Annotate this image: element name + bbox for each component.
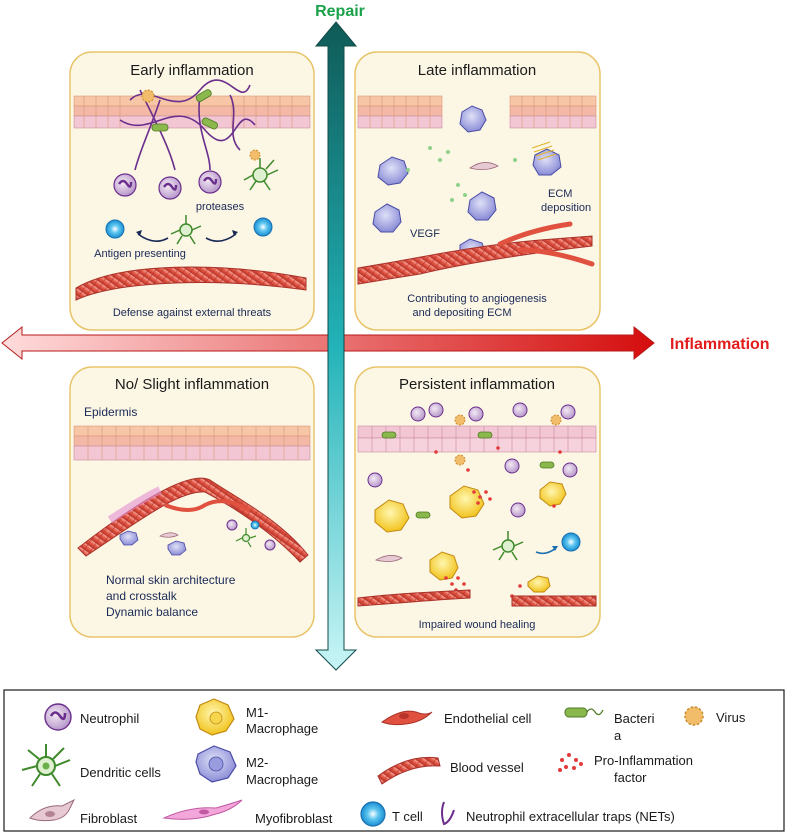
late-blood-vessel [357,221,595,285]
persistent-m1-macrophages [374,481,567,593]
legend-blood-vessel-icon [377,756,441,785]
inflammation-axis-label: Inflammation [670,336,770,353]
epidermis-label: Epidermis [84,405,137,419]
persistent-skin-layer [357,425,597,453]
repair-axis-label: Repair [315,3,365,20]
early-dendritic-cell [243,158,279,191]
legend-tcell-label: T cell [392,809,423,824]
persistent-caption: Impaired wound healing [419,619,536,631]
legend-tcell-icon [360,801,386,827]
legend-endothelial-icon [380,710,433,726]
late-ecm-fibers [531,141,557,161]
persistent-factor-dots [434,446,562,598]
persistent-virus [454,414,562,466]
legend-myofibroblast-icon [162,799,243,820]
legend-m2-label-line1: M2- [246,755,268,770]
early-antigen-dendritic [170,215,202,245]
legend-bacteria-label-line1: Bacteri [614,711,655,726]
early-caption: Defense against external threats [113,307,272,319]
legend-neutrophil-icon [44,703,72,731]
slight-caption-line2: and crosstalk [106,589,178,603]
nets-web [119,79,256,171]
legend-pif-label-line1: Pro-Inflammation [594,753,693,768]
late-growth-dots [406,146,517,202]
legend-nets-icon [441,801,455,826]
legend-virus-label: Virus [716,710,746,725]
vegf-label: VEGF [410,228,440,240]
repair-axis-arrow [314,21,358,671]
early-arrows [136,230,238,242]
persistent-title: Persistent inflammation [399,376,555,393]
early-blood-vessel [75,266,307,301]
legend-bacteria-icon [564,707,604,718]
legend-pif-label-line2: factor [614,770,647,785]
early-neutrophils [113,170,222,200]
legend-myofibroblast-label: Myofibroblast [255,811,333,826]
legend-endothelial-label: Endothelial cell [444,711,532,726]
legend-fibroblast-icon [29,798,76,822]
legend-fibroblast-label: Fibroblast [80,811,137,826]
legend-m1-label-line1: M1- [246,705,268,720]
legend-dendritic-label: Dendritic cells [80,765,161,780]
persistent-blood-vessels [357,589,597,607]
legend-neutrophil-label: Neutrophil [80,711,139,726]
late-title: Late inflammation [418,62,536,79]
persistent-bacteria [381,431,555,519]
persistent-dendritic-cell [492,531,524,561]
early-bacteria [151,89,218,132]
legend-box [3,689,785,832]
early-tcells [105,217,273,239]
slight-caption-line3: Dynamic balance [106,605,198,619]
early-virus [141,89,261,161]
legend-m1-label-line2: Macrophage [246,721,318,736]
late-fibroblast [469,162,499,170]
late-caption-line2: and depositing ECM [412,307,511,319]
slight-caption-line1: Normal skin architecture [106,573,236,587]
proteases-label: proteases [196,201,245,213]
legend-virus-icon [684,706,704,726]
slight-skin-layer [73,425,311,461]
persistent-neutrophils [367,402,578,518]
legend-bacteria-label-line2: a [614,728,622,743]
early-title: Early inflammation [130,62,253,79]
slight-blood-vessels [77,477,309,563]
legend-pif-icon [558,753,583,772]
slight-title: No/ Slight inflammation [115,376,269,393]
persistent-tcell [561,532,581,552]
legend-m2-icon [195,745,237,783]
legend-blood-vessel-label: Blood vessel [450,760,524,775]
slight-cells [119,519,276,556]
legend-m1-icon [195,698,235,736]
early-skin-layer [73,95,311,129]
legend-m2-label-line2: Macrophage [246,772,318,787]
legend-dendritic-icon [21,744,71,787]
antigen-presenting-label: Antigen presenting [94,248,186,260]
persistent-fibroblast [374,555,403,562]
legend-nets-label: Neutrophil extracellular traps (NETs) [466,809,675,824]
ecm-label-line2: deposition [541,202,591,214]
persistent-arrow [535,546,558,555]
ecm-label-line1: ECM [548,188,572,200]
late-skin-layer [357,95,597,129]
late-caption-line1: Contributing to angiogenesis [407,293,547,305]
